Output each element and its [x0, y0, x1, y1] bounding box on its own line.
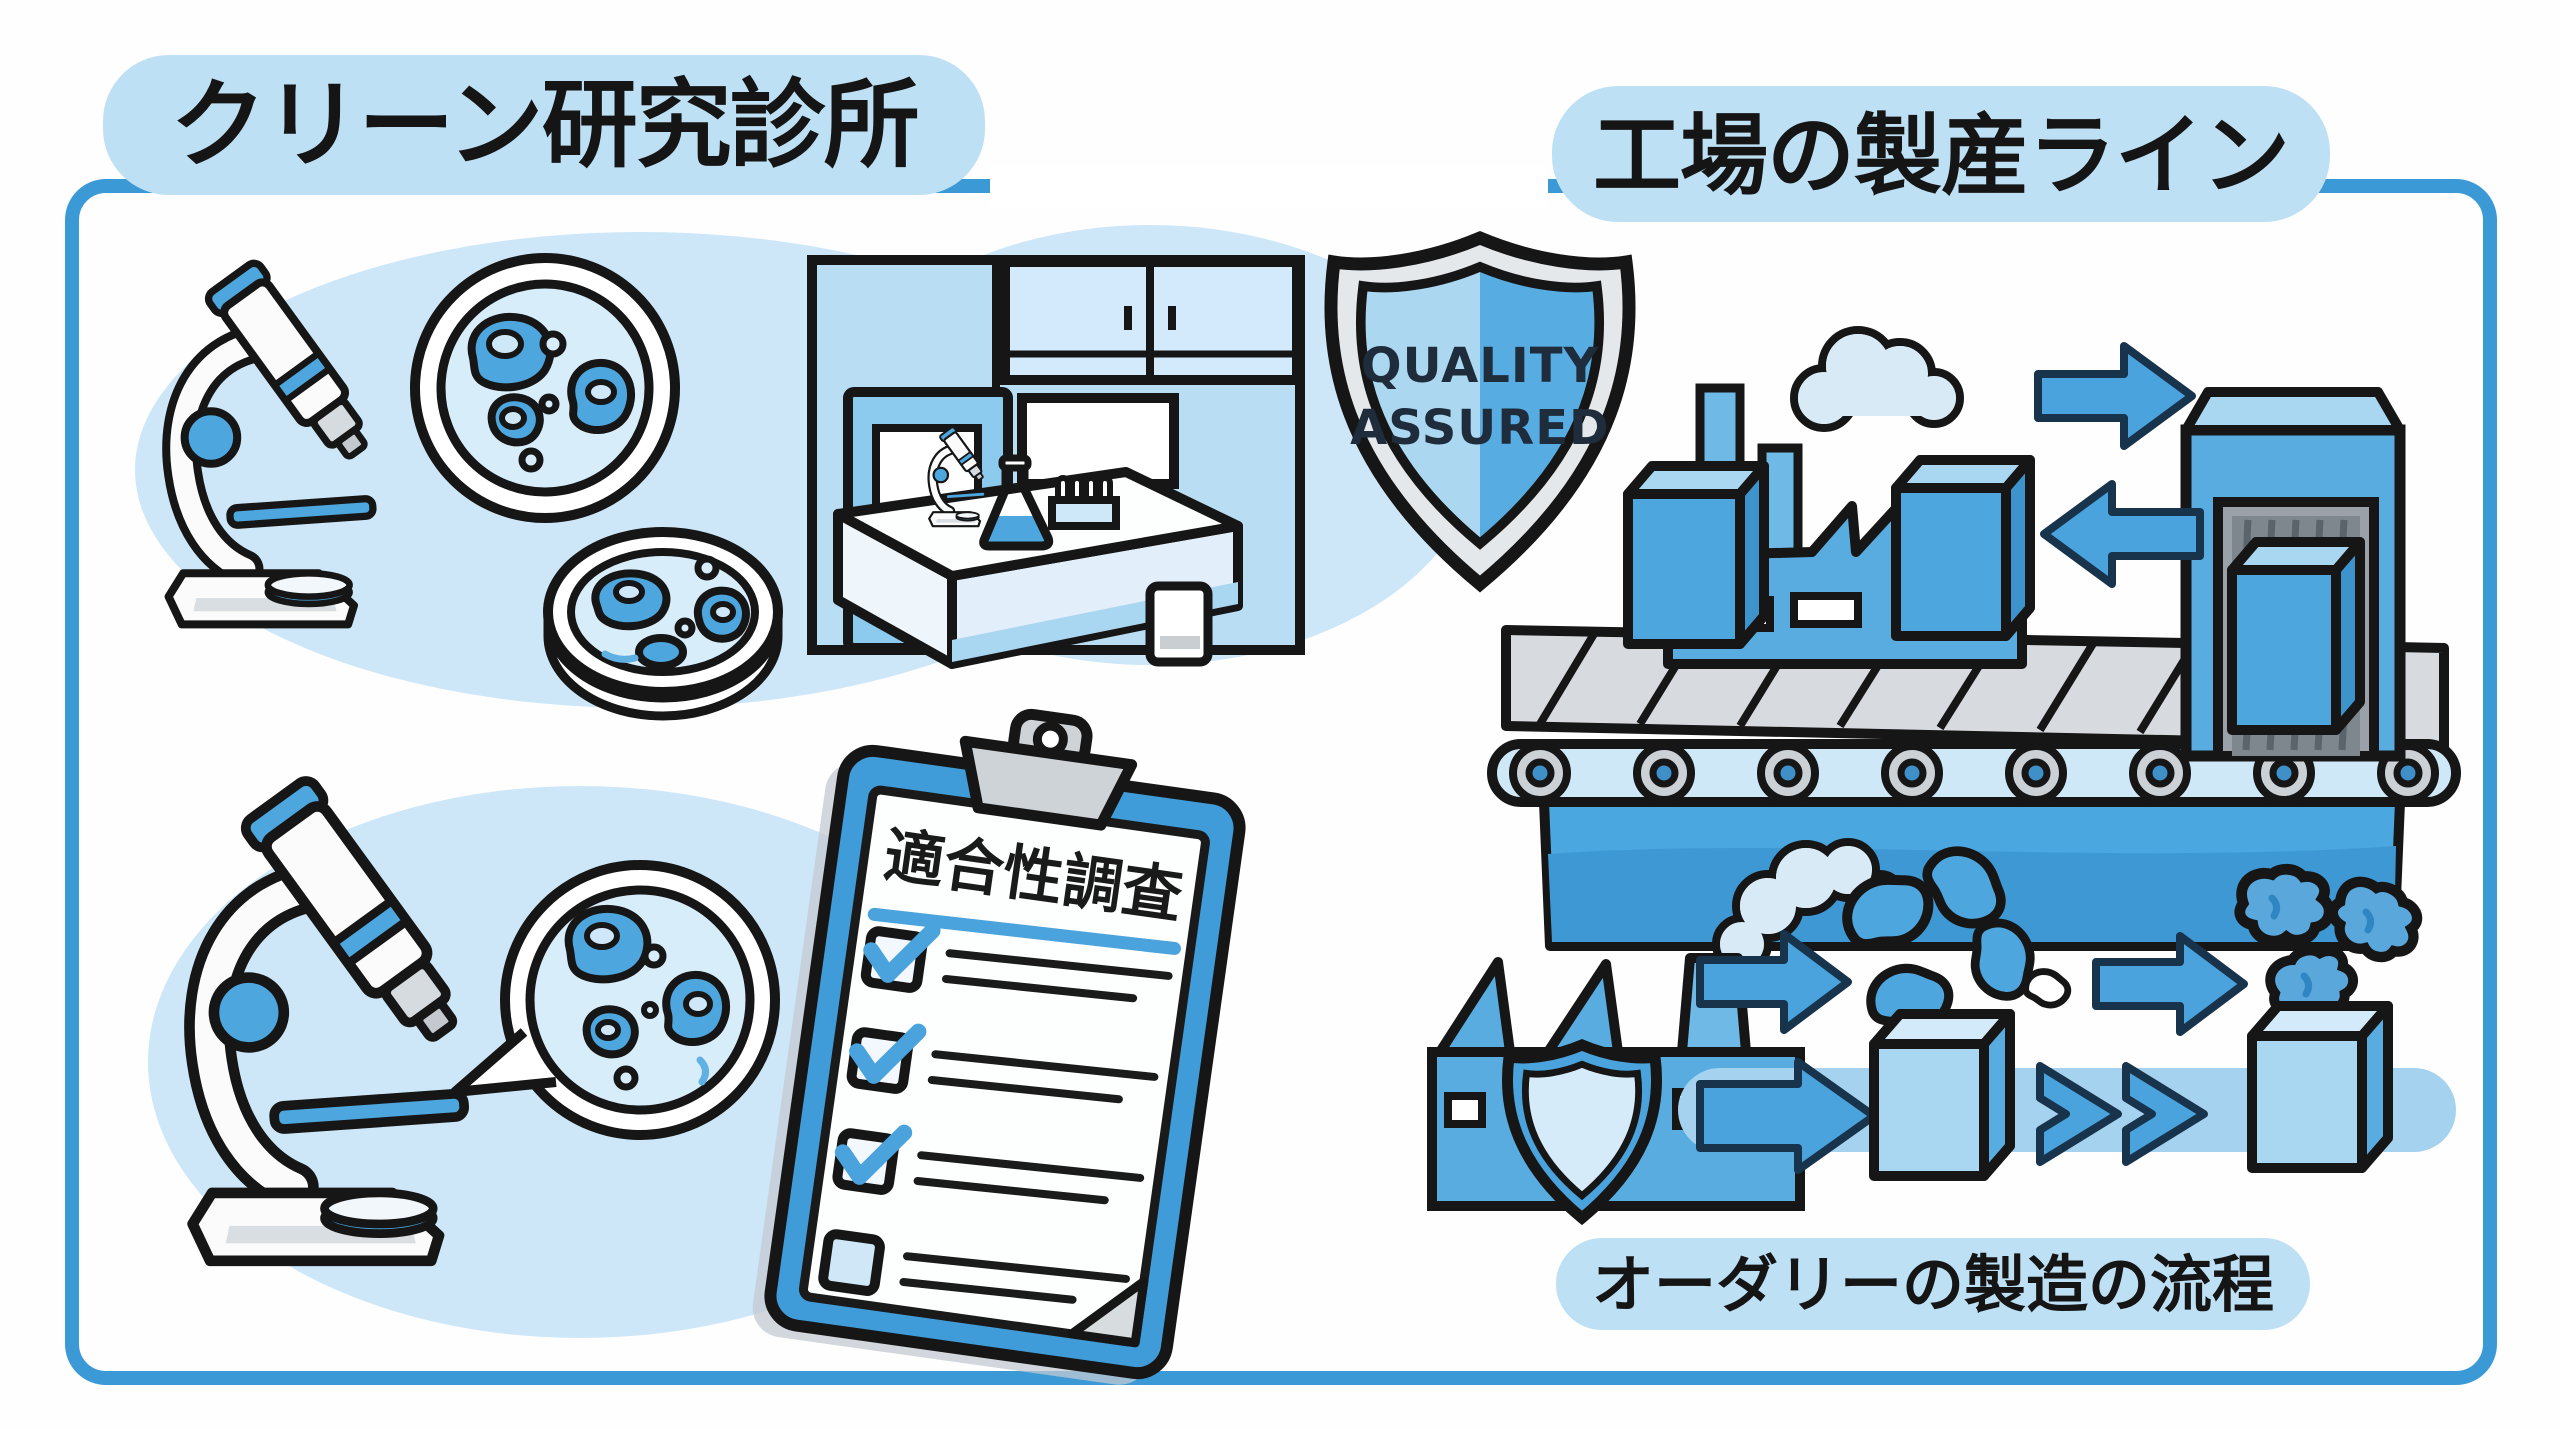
product-cube-icon	[2247, 1001, 2393, 1173]
thick-arrow-icon	[1696, 1058, 1878, 1174]
folded-corner	[1067, 1276, 1149, 1348]
petri-dish-top-view-icon	[410, 253, 680, 523]
flask-icon	[979, 454, 1054, 551]
smoke-icon	[1790, 326, 1964, 432]
clipboard: 適合性調査	[752, 708, 1246, 1385]
right-section-title-pill	[1552, 86, 2330, 222]
checklist-row	[818, 1229, 1130, 1304]
upper-cabinets	[1000, 257, 1302, 385]
petri-dish-angled-icon	[543, 527, 783, 721]
dispenser-icon	[1145, 581, 1213, 667]
clipboard-clip	[959, 708, 1138, 831]
checklist-row	[832, 1124, 1145, 1205]
clipboard-title-underline	[867, 907, 1181, 955]
shield-text-line1: QUALITY	[1361, 338, 1600, 394]
checklist-row	[846, 1023, 1159, 1104]
arrow-right-icon	[1696, 930, 1852, 1034]
checklist-row	[860, 922, 1173, 1003]
arrow-right-icon	[2034, 342, 2196, 450]
chevron-arrows-icon	[2036, 1062, 2208, 1166]
lab-room	[807, 255, 1305, 669]
speech-bubble-petri-dish-icon	[450, 860, 780, 1140]
conveyor-rollers	[1509, 742, 2439, 804]
product-box-icon	[2227, 537, 2365, 735]
process-flow	[1427, 837, 2456, 1218]
border-frame	[65, 166, 2497, 1385]
product-box-icon	[1623, 461, 1769, 649]
arrow-left-icon	[2040, 480, 2204, 588]
molded-blobs-icon	[2240, 869, 2429, 1027]
arrow-right-icon	[2092, 932, 2248, 1036]
right-section-title: 工場の製産ライン	[1593, 104, 2289, 207]
left-section-title: クリーン研究診所	[170, 69, 917, 181]
left-section-title-pill	[103, 55, 985, 195]
product-cube-icon	[1869, 1009, 2015, 1181]
test-tube-rack-icon	[1048, 475, 1120, 530]
shield-text-line2: ASSURED	[1350, 400, 1610, 456]
product-box-icon	[1891, 455, 2035, 641]
process-caption-pill	[1556, 1238, 2310, 1330]
process-caption: オーダリーの製造の流程	[1592, 1248, 2274, 1321]
